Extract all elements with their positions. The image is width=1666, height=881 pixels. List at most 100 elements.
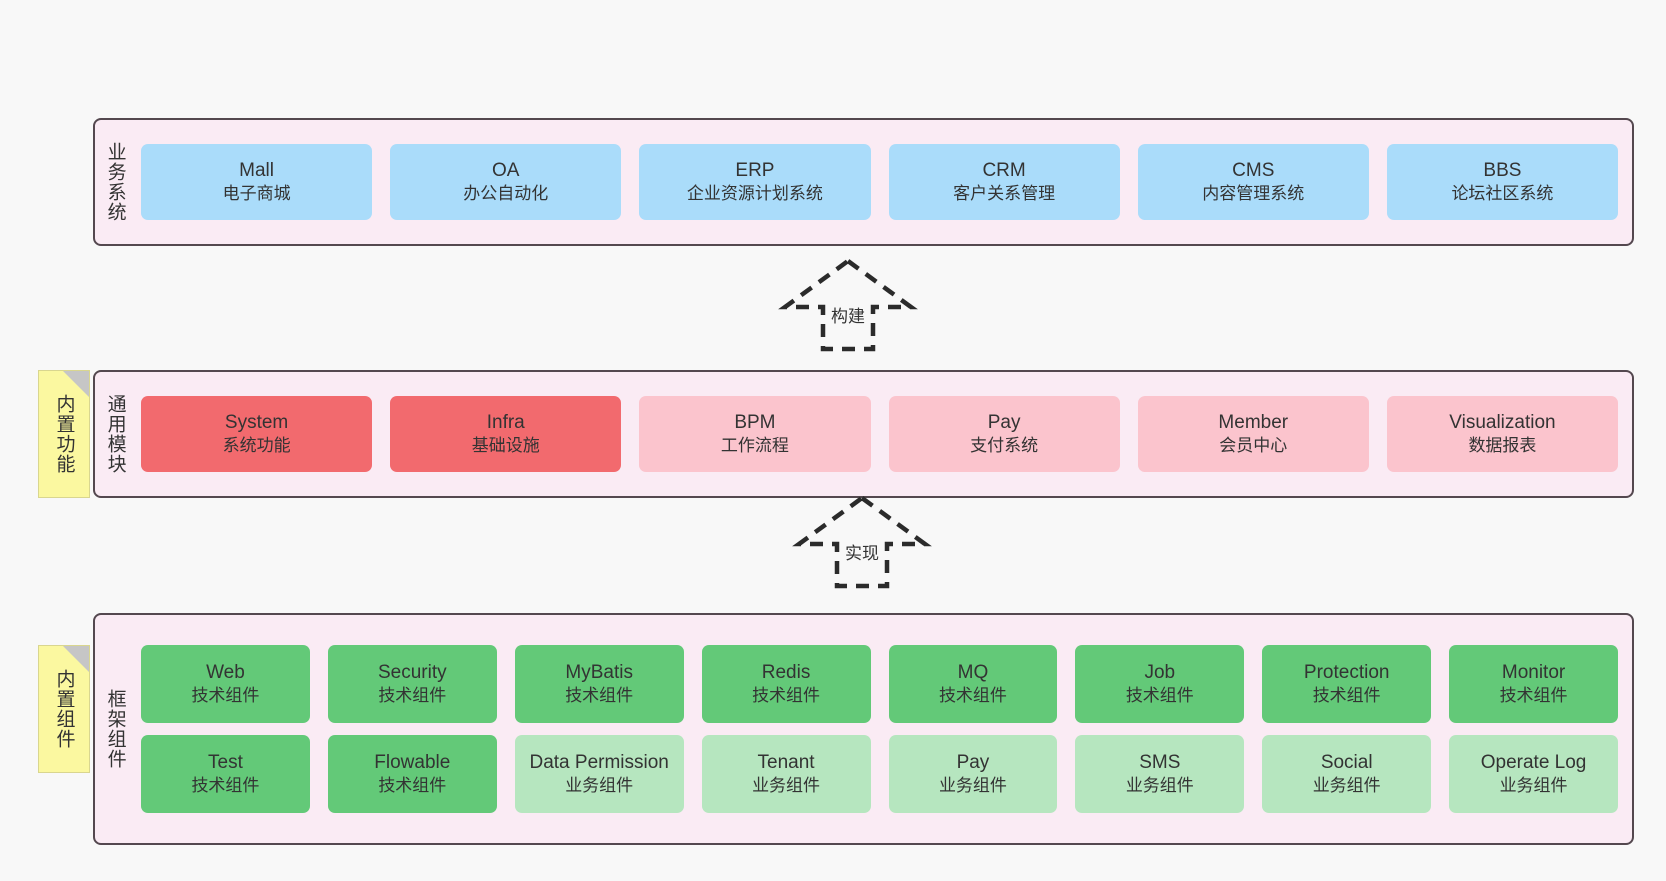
card-cms[interactable]: CMS 内容管理系统	[1137, 144, 1369, 220]
card-subtitle: 技术组件	[1125, 686, 1194, 706]
card-subtitle: 技术组件	[191, 686, 260, 706]
card-subtitle: 业务组件	[938, 776, 1007, 796]
card-title: Visualization	[1449, 411, 1556, 433]
card-system[interactable]: System 系统功能	[141, 396, 373, 472]
card-title: Web	[206, 661, 245, 683]
card-social[interactable]: Social 业务组件	[1262, 735, 1432, 813]
card-subtitle: 企业资源计划系统	[686, 184, 823, 204]
card-mq[interactable]: MQ 技术组件	[888, 645, 1058, 723]
card-subtitle: 内容管理系统	[1202, 184, 1305, 204]
card-title: Mall	[239, 159, 274, 181]
card-subtitle: 技术组件	[1499, 686, 1568, 706]
card-title: Pay	[987, 411, 1021, 433]
card-crm[interactable]: CRM 客户关系管理	[888, 144, 1120, 220]
card-tenant[interactable]: Tenant 业务组件	[701, 735, 871, 813]
dashed-hollow-arrow-up-icon	[778, 258, 918, 352]
card-subtitle: 技术组件	[1312, 686, 1381, 706]
card-pay-module[interactable]: Pay 支付系统	[888, 396, 1120, 472]
layer-title-business: 业务系统	[104, 142, 126, 222]
card-subtitle: 电子商城	[222, 184, 291, 204]
card-title: CMS	[1232, 159, 1275, 181]
layer-panel-framework[interactable]: 框架组件 Web 技术组件 Security 技术组件 MyBatis 技术组件…	[93, 613, 1634, 845]
card-subtitle: 技术组件	[191, 776, 260, 796]
card-monitor[interactable]: Monitor 技术组件	[1449, 645, 1618, 723]
card-data-permission[interactable]: Data Permission 业务组件	[514, 735, 684, 813]
connector-build: 构建	[763, 255, 933, 353]
card-title: Redis	[761, 661, 811, 683]
card-row: System 系统功能 Infra 基础设施 BPM 工作流程 Pay 支付系统…	[141, 396, 1619, 472]
sticky-note-builtin-function[interactable]: 内置功能	[38, 370, 90, 498]
card-row: Test 技术组件 Flowable 技术组件 Data Permission …	[141, 735, 1618, 813]
card-subtitle: 工作流程	[720, 436, 789, 456]
card-operate-log[interactable]: Operate Log 业务组件	[1449, 735, 1618, 813]
card-title: OA	[492, 159, 520, 181]
card-subtitle: 基础设施	[471, 436, 540, 456]
card-subtitle: 客户关系管理	[953, 184, 1056, 204]
layer-body-framework: Web 技术组件 Security 技术组件 MyBatis 技术组件 Redi…	[135, 615, 1632, 843]
layer-body-modules: System 系统功能 Infra 基础设施 BPM 工作流程 Pay 支付系统…	[135, 372, 1632, 496]
card-title: CRM	[982, 159, 1026, 181]
card-row: Web 技术组件 Security 技术组件 MyBatis 技术组件 Redi…	[141, 645, 1618, 723]
card-subtitle: 业务组件	[1499, 776, 1568, 796]
card-subtitle: 系统功能	[222, 436, 291, 456]
card-title: BPM	[734, 411, 776, 433]
card-flowable[interactable]: Flowable 技术组件	[327, 735, 497, 813]
layer-title-framework: 框架组件	[104, 689, 126, 769]
connector-implement: 实现	[777, 492, 947, 590]
card-row: Mall 电子商城 OA 办公自动化 ERP 企业资源计划系统 CRM 客户关系…	[141, 144, 1619, 220]
card-title: Pay	[956, 751, 990, 773]
card-title: Data Permission	[529, 751, 669, 773]
card-job[interactable]: Job 技术组件	[1075, 645, 1245, 723]
card-visualization[interactable]: Visualization 数据报表	[1386, 396, 1619, 472]
card-subtitle: 支付系统	[970, 436, 1039, 456]
sticky-note-builtin-component[interactable]: 内置组件	[38, 645, 90, 773]
card-member[interactable]: Member 会员中心	[1137, 396, 1369, 472]
card-title: MQ	[957, 661, 989, 683]
card-subtitle: 数据报表	[1468, 436, 1537, 456]
dashed-hollow-arrow-up-icon	[792, 495, 932, 589]
card-title: System	[224, 411, 289, 433]
card-protection[interactable]: Protection 技术组件	[1262, 645, 1432, 723]
card-mybatis[interactable]: MyBatis 技术组件	[514, 645, 684, 723]
card-title: Protection	[1303, 661, 1390, 683]
card-pay-component[interactable]: Pay 业务组件	[888, 735, 1058, 813]
card-subtitle: 技术组件	[378, 776, 447, 796]
card-oa[interactable]: OA 办公自动化	[390, 144, 622, 220]
layer-panel-modules[interactable]: 通用模块 System 系统功能 Infra 基础设施 BPM 工作流程 Pay…	[93, 370, 1634, 498]
card-title: BBS	[1483, 159, 1522, 181]
layer-panel-business[interactable]: 业务系统 Mall 电子商城 OA 办公自动化 ERP 企业资源计划系统 CRM…	[93, 118, 1634, 246]
card-subtitle: 办公自动化	[463, 184, 549, 204]
layer-body-business: Mall 电子商城 OA 办公自动化 ERP 企业资源计划系统 CRM 客户关系…	[135, 120, 1632, 244]
card-title: Job	[1144, 661, 1176, 683]
card-infra[interactable]: Infra 基础设施	[390, 396, 622, 472]
card-subtitle: 技术组件	[752, 686, 821, 706]
card-security[interactable]: Security 技术组件	[327, 645, 497, 723]
card-title: Operate Log	[1480, 751, 1587, 773]
card-mall[interactable]: Mall 电子商城	[141, 144, 373, 220]
card-subtitle: 业务组件	[1312, 776, 1381, 796]
card-title: Flowable	[374, 751, 451, 773]
card-title: Infra	[486, 411, 525, 433]
card-bbs[interactable]: BBS 论坛社区系统	[1386, 144, 1619, 220]
card-title: Member	[1218, 411, 1289, 433]
card-subtitle: 业务组件	[565, 776, 634, 796]
card-bpm[interactable]: BPM 工作流程	[639, 396, 871, 472]
card-subtitle: 业务组件	[1125, 776, 1194, 796]
card-title: ERP	[735, 159, 775, 181]
card-web[interactable]: Web 技术组件	[141, 645, 310, 723]
card-title: Security	[377, 661, 447, 683]
card-title: Monitor	[1501, 661, 1566, 683]
card-erp[interactable]: ERP 企业资源计划系统	[639, 144, 871, 220]
card-subtitle: 会员中心	[1219, 436, 1288, 456]
card-subtitle: 论坛社区系统	[1451, 184, 1554, 204]
card-test[interactable]: Test 技术组件	[141, 735, 310, 813]
card-title: Tenant	[757, 751, 815, 773]
card-sms[interactable]: SMS 业务组件	[1075, 735, 1245, 813]
card-subtitle: 技术组件	[378, 686, 447, 706]
card-redis[interactable]: Redis 技术组件	[701, 645, 871, 723]
card-title: MyBatis	[565, 661, 633, 683]
card-subtitle: 业务组件	[752, 776, 821, 796]
card-subtitle: 技术组件	[565, 686, 634, 706]
card-subtitle: 技术组件	[938, 686, 1007, 706]
